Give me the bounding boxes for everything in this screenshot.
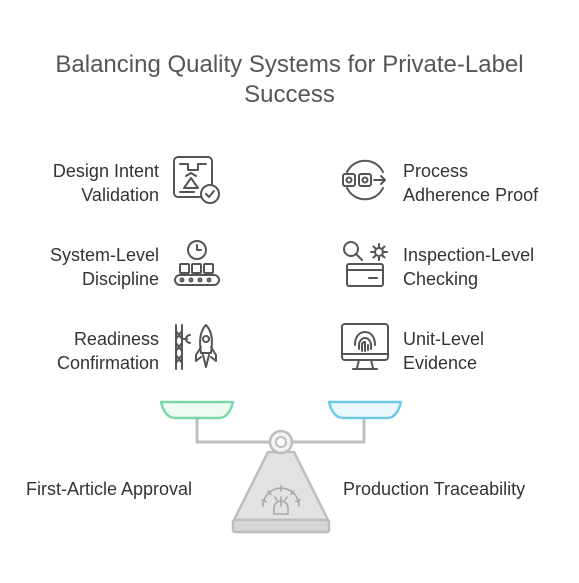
title-line-2: Success	[244, 81, 335, 108]
search-gear-icon	[343, 241, 388, 287]
label-inspection-level-checking: Inspection-Level Checking	[403, 245, 535, 289]
label-design-intent-validation: Design Intent Validation	[52, 161, 159, 205]
fingerprint-monitor-icon	[341, 323, 389, 370]
left-pan	[159, 400, 235, 420]
scale-beam-right	[292, 418, 366, 444]
diagram-title: Balancing Quality Systems for Private-La…	[0, 50, 579, 110]
title-line-1: Balancing Quality Systems for Private-La…	[55, 51, 524, 78]
conveyor-clock-icon	[174, 240, 220, 286]
label-process-adherence-proof: Process Adherence Proof	[403, 161, 539, 205]
right-pan	[327, 400, 403, 420]
label-first-article-approval: First-Article Approval	[26, 479, 193, 499]
scale-foot	[231, 518, 331, 534]
label-readiness-confirmation: Readiness Confirmation	[56, 329, 159, 373]
label-unit-level-evidence: Unit-Level Evidence	[403, 329, 485, 373]
process-cycle-icon	[342, 159, 386, 201]
scale-beam-left	[195, 418, 269, 444]
blueprint-check-icon	[173, 156, 220, 204]
label-production-traceability: Production Traceability	[343, 479, 526, 499]
label-system-level-discipline: System-Level Discipline	[49, 245, 159, 289]
rocket-launch-icon	[175, 324, 217, 370]
scale-gauge	[261, 485, 301, 515]
